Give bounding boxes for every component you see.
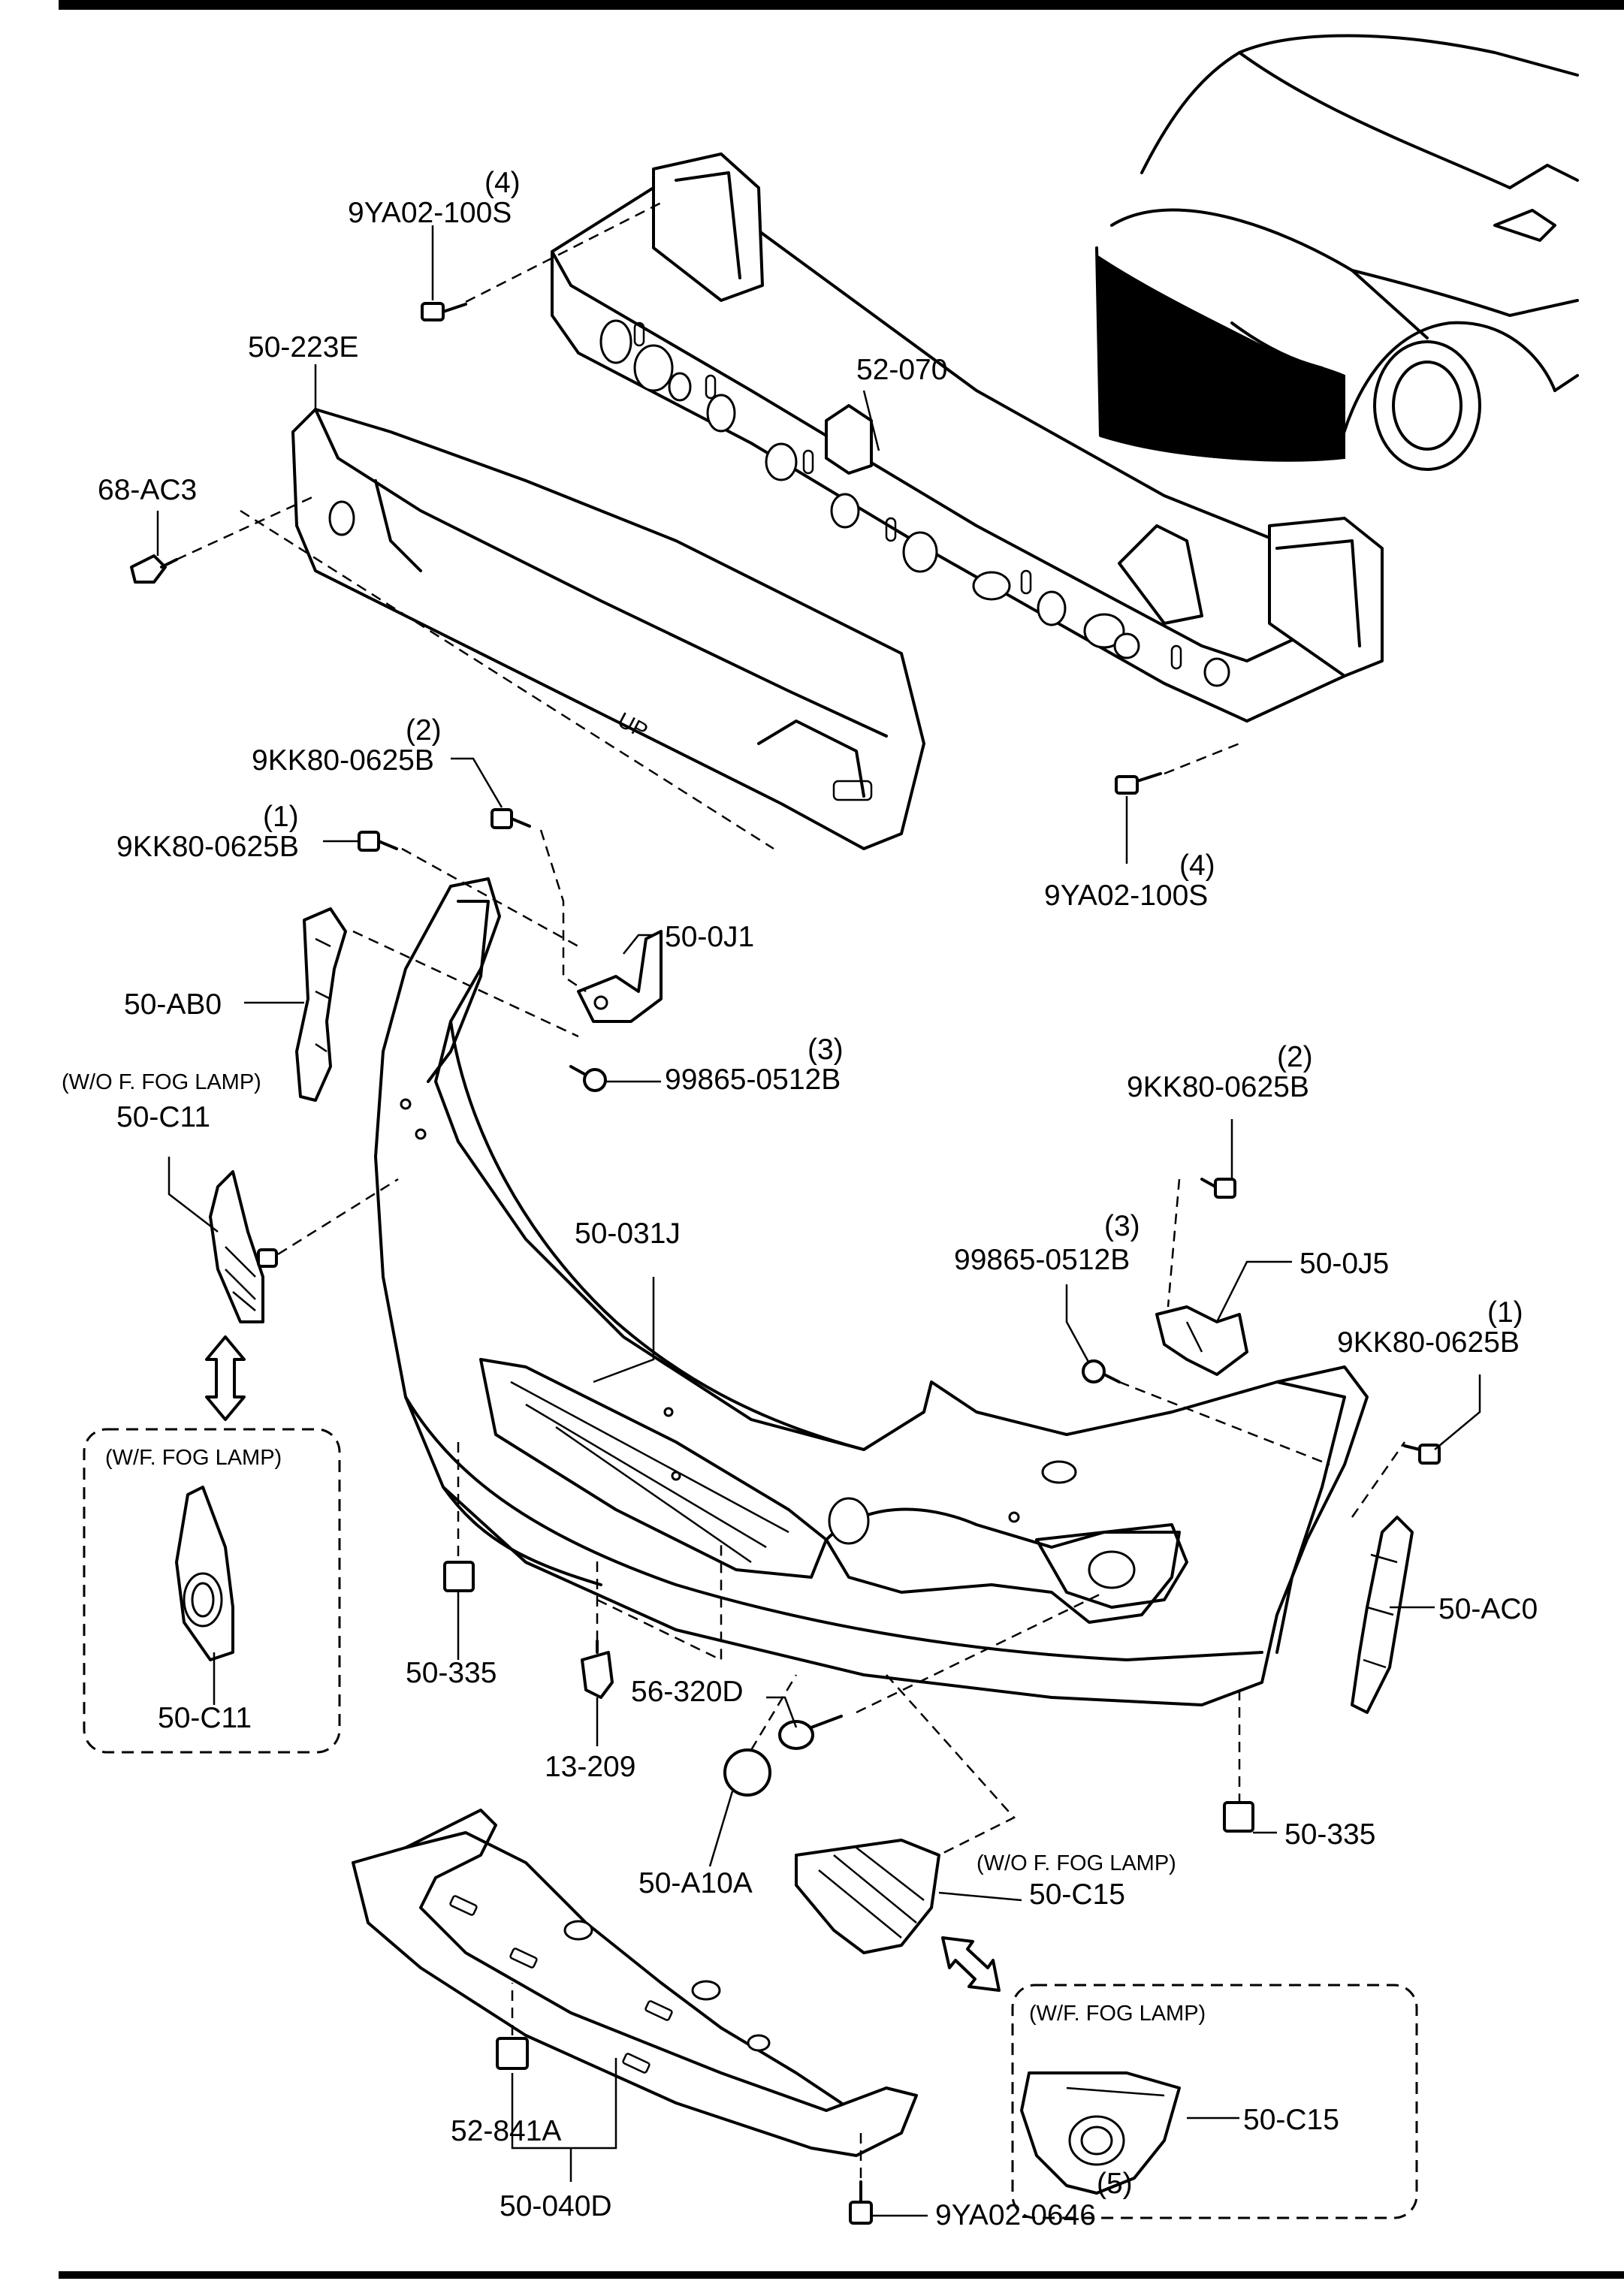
label-qty-9ya02-0646: (5): [1097, 2168, 1133, 2200]
label-52-841a: 52-841A: [451, 2115, 561, 2147]
label-qty-9kk80-0625b-b: (1): [263, 801, 299, 833]
label-wo-fog-right: (W/O F. FOG LAMP): [977, 1851, 1176, 1875]
top-border: [59, 0, 1624, 10]
label-9kk80-0625b-a: 9KK80-0625B: [252, 744, 434, 777]
nut-50-335-right: [1223, 1801, 1254, 1833]
option-box-c11: [83, 1428, 341, 1754]
label-wf-fog-left: (W/F. FOG LAMP): [105, 1446, 282, 1470]
label-wo-fog-left: (W/O F. FOG LAMP): [62, 1070, 261, 1094]
label-56-320d: 56-320D: [631, 1676, 744, 1708]
bumper-absorber: UP: [291, 408, 925, 850]
pin-56-320d: [778, 1715, 843, 1750]
label-99865-0512b-a: 99865-0512B: [665, 1064, 841, 1096]
label-50-c11-top: 50-C11: [116, 1101, 210, 1133]
label-50-0j5: 50-0J5: [1300, 1248, 1389, 1280]
clip-68-ac3: [130, 554, 178, 584]
alignment-lines: [176, 201, 1406, 2178]
label-9ya02-100s-right: 9YA02-100S: [1044, 880, 1208, 912]
leader-lines: [156, 225, 1481, 2217]
bumper-reinforcement: [551, 152, 1384, 723]
label-50-335-left: 50-335: [406, 1657, 497, 1689]
label-50-c15-box: 50-C15: [1243, 2104, 1339, 2136]
bolt-9kk80-0625b-a: [491, 808, 531, 829]
label-qty-9kk80-0625b-c: (2): [1277, 1041, 1313, 1073]
bracket-50-ac0: [1351, 1516, 1414, 1714]
label-50-031j: 50-031J: [575, 1217, 681, 1250]
bracket-50-0j1: [577, 930, 663, 1023]
label-13-209: 13-209: [545, 1751, 635, 1783]
bumper-fascia: [374, 877, 1369, 1706]
screw-99865-0512b-a: [569, 1065, 607, 1092]
under-cover: [352, 1809, 918, 2157]
bolt-9ya02-100s-right: [1115, 772, 1162, 795]
bolt-9kk80-0625b-c: [1200, 1178, 1236, 1199]
bracket-50-ab0: [295, 907, 347, 1102]
swap-arrow-left: [205, 1335, 246, 1421]
fog-bezel-50-c11-box: [175, 1486, 234, 1661]
label-50-335-right: 50-335: [1284, 1818, 1375, 1851]
bottom-border: [59, 2271, 1624, 2279]
fasteners: [130, 302, 1441, 2225]
label-qty-9kk80-0625b-d: (1): [1487, 1296, 1523, 1329]
label-50-040d: 50-040D: [500, 2190, 612, 2222]
label-50-a10a: 50-A10A: [638, 1867, 753, 1899]
label-68-ac3: 68-AC3: [98, 474, 197, 506]
label-50-ac0: 50-AC0: [1438, 1593, 1538, 1625]
fog-bezel-50-c15-box: [1020, 2071, 1181, 2195]
nut-50-335-left: [443, 1561, 475, 1592]
bracket-50-0j5: [1155, 1305, 1248, 1376]
label-50-ab0: 50-AB0: [124, 988, 222, 1021]
bolt-9kk80-0625b-b: [358, 831, 398, 852]
label-52-070: 52-070: [856, 354, 947, 386]
label-50-0j1: 50-0J1: [665, 921, 754, 953]
screw-99865-0512b-b: [1082, 1359, 1121, 1383]
label-50-c11-box: 50-C11: [158, 1702, 252, 1734]
label-9ya02-100s-top: 9YA02-100S: [348, 197, 512, 229]
label-99865-0512b-b: 99865-0512B: [954, 1244, 1130, 1276]
label-9kk80-0625b-b: 9KK80-0625B: [116, 831, 299, 863]
label-9kk80-0625b-d: 9KK80-0625B: [1337, 1326, 1520, 1359]
nut-52-841a: [496, 2037, 529, 2070]
label-qty-99865-0512b-b: (3): [1104, 1210, 1140, 1242]
cap-50-a10a: [723, 1748, 771, 1797]
fog-bezel-50-c15-top: [795, 1839, 940, 1954]
clip-13-209: [581, 1640, 614, 1699]
label-wf-fog-right: (W/F. FOG LAMP): [1029, 2002, 1206, 2026]
vehicle-locator: [1095, 34, 1579, 471]
clip-50-c11: [257, 1248, 278, 1268]
swap-arrow-right: [941, 1936, 1001, 1992]
label-50-c15-top: 50-C15: [1029, 1878, 1125, 1911]
fog-bezel-50-c11-top: [209, 1170, 264, 1323]
label-qty-99865-0512b-a: (3): [807, 1033, 844, 1066]
label-9kk80-0625b-c: 9KK80-0625B: [1127, 1071, 1309, 1103]
option-box-c15: [1011, 1984, 1418, 2219]
label-qty-9ya02-100s-top: (4): [484, 167, 521, 199]
bolt-9ya02-100s-top: [421, 302, 467, 321]
label-9ya02-0646: 9YA02-0646: [935, 2199, 1096, 2231]
bolt-9ya02-0646: [849, 2180, 873, 2225]
label-qty-9ya02-100s-right: (4): [1179, 849, 1215, 882]
label-qty-9kk80-0625b-a: (2): [406, 714, 442, 747]
label-50-223e: 50-223E: [248, 331, 358, 364]
part-labels: (4) 9YA02-100S 50-223E 52-070 68-AC3 (2)…: [62, 167, 1538, 2231]
bolt-9kk80-0625b-d: [1403, 1444, 1441, 1465]
